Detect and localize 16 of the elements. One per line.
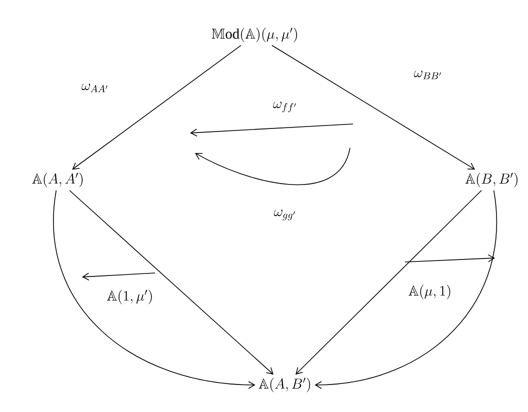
edge-label: $\omega_{AA'}$ <box>82 84 108 92</box>
arrow <box>69 190 274 375</box>
cell-label: $\omega_{gg'}$ <box>274 210 295 220</box>
edge-label: $\omega_{BB'}$ <box>414 70 441 80</box>
arrow <box>53 190 256 389</box>
cell-label: $\mathbb{A}(1,\mu')$ <box>107 290 152 304</box>
cell-label: $\mathbb{A}(\mu,1)$ <box>408 284 450 300</box>
object-label: $\mathbb{A}(A,B')$ <box>258 378 310 392</box>
object-label: $\mathbb{A}(B,B')$ <box>465 172 518 188</box>
arrow <box>314 190 497 389</box>
arrow <box>295 190 482 375</box>
object-label: $\mathbb{A}(A,A')$ <box>32 172 83 188</box>
cell-label: $\omega_{ff'}$ <box>273 102 296 112</box>
arrow <box>72 45 242 170</box>
object-label: $\mathbb{M}\mathrm{od}(\mathbb{A})(\mu,\mu')$ <box>212 28 297 42</box>
arrow <box>272 45 476 170</box>
